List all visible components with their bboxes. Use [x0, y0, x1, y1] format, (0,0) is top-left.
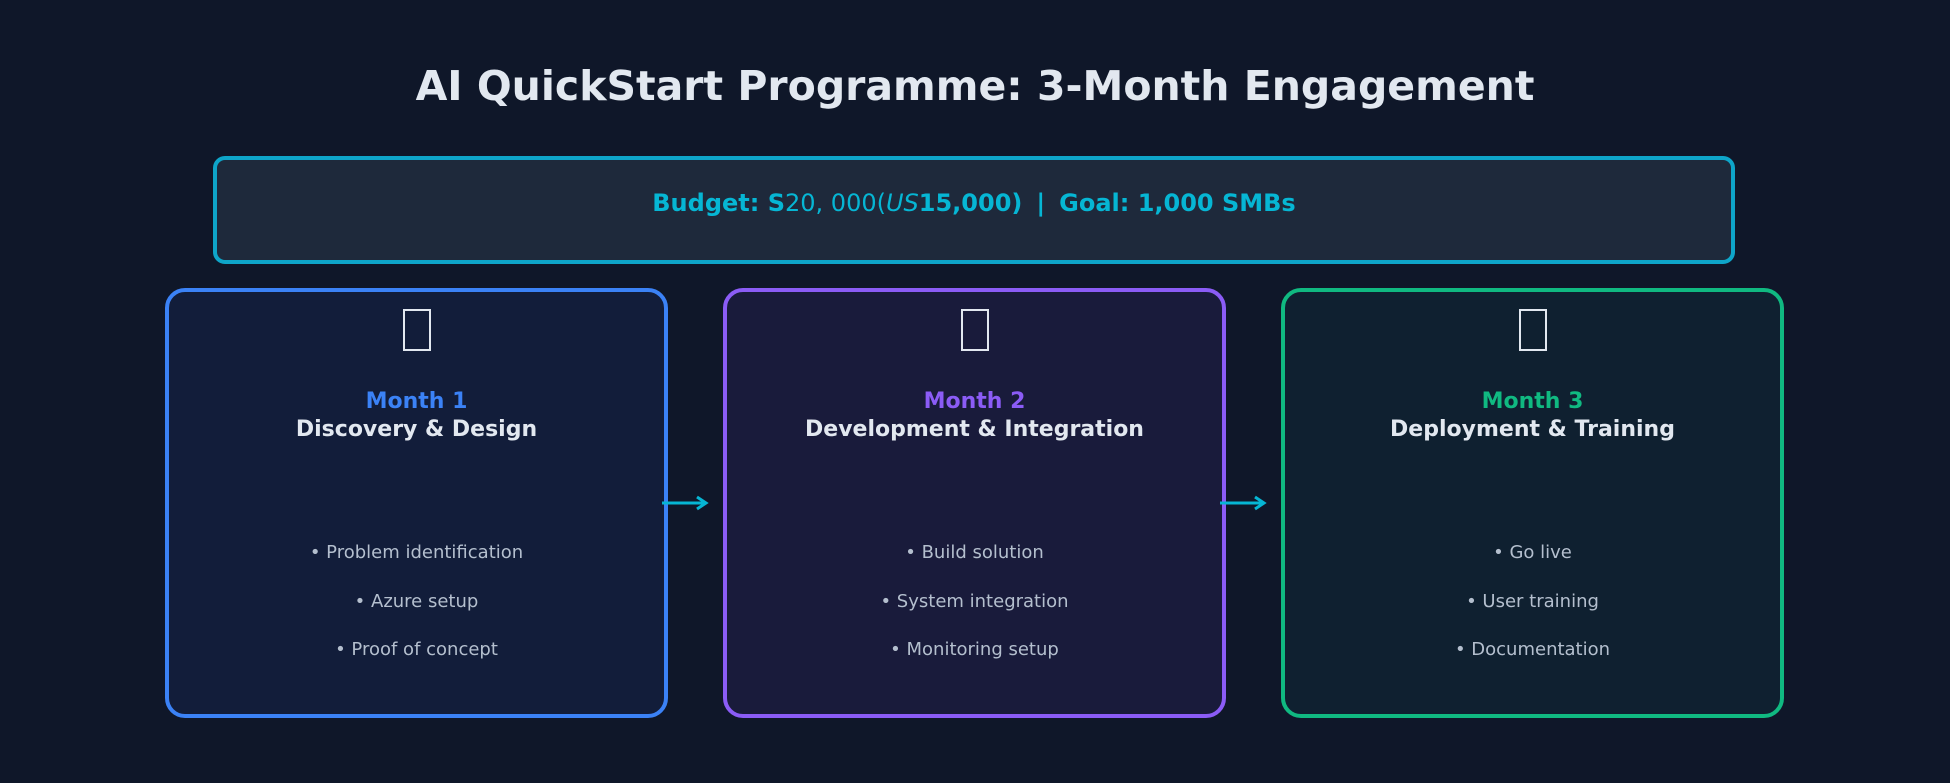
budget-separator: | [1036, 189, 1046, 217]
phase-task-item: • Documentation [1454, 639, 1611, 660]
phase-task-list: • Problem identification • Azure setup •… [169, 541, 664, 687]
phase-task-item: • Build solution [905, 542, 1044, 563]
phase-task-item: • Monitoring setup [890, 639, 1059, 660]
phase-title: Deployment & Training [1390, 417, 1675, 442]
phase-task-item: • Problem identification [309, 542, 524, 563]
arrow-right-icon [1220, 495, 1267, 511]
budget-currency-us: US [885, 189, 919, 217]
goal-text: Goal: 1,000 SMBs [1059, 189, 1296, 217]
budget-goal-text: Budget: S20, 000(US15,000) | Goal: 1,000 S… [652, 186, 1295, 220]
phase-title: Discovery & Design [295, 417, 538, 442]
rocket-icon [1285, 306, 1780, 354]
phase-month-label: Month 1 [365, 389, 468, 414]
arrow-right-icon [662, 495, 709, 511]
budget-amount-usd: 15,000) [918, 189, 1023, 217]
phase-month-label: Month 2 [923, 389, 1026, 414]
phase-task-item: • Azure setup [354, 590, 479, 612]
magnifier-icon [169, 306, 664, 354]
budget-amount-main: 20, 000( [785, 189, 886, 217]
phase-card-month-1: Month 1 Discovery & Design • Problem ide… [165, 288, 668, 718]
budget-label: Budget: S [652, 189, 785, 217]
phase-task-list: • Go live • User training • Documentatio… [1285, 541, 1780, 687]
phase-card-month-2: Month 2 Development & Integration • Buil… [723, 288, 1226, 718]
phase-task-item: • Proof of concept [335, 639, 498, 660]
phase-task-item: • Go live [1493, 542, 1572, 563]
phase-task-item: • User training [1466, 590, 1599, 612]
budget-goal-banner: Budget: S20, 000(US15,000) | Goal: 1,000 S… [213, 156, 1735, 264]
gear-icon [727, 306, 1222, 354]
phase-task-list: • Build solution • System integration • … [727, 541, 1222, 687]
phase-card-month-3: Month 3 Deployment & Training • Go live … [1281, 288, 1784, 718]
phase-title: Development & Integration [805, 417, 1144, 442]
phase-task-item: • System integration [880, 590, 1069, 612]
phase-month-label: Month 3 [1481, 389, 1584, 414]
page-title: AI QuickStart Programme: 3-Month Engagem… [415, 62, 1535, 110]
